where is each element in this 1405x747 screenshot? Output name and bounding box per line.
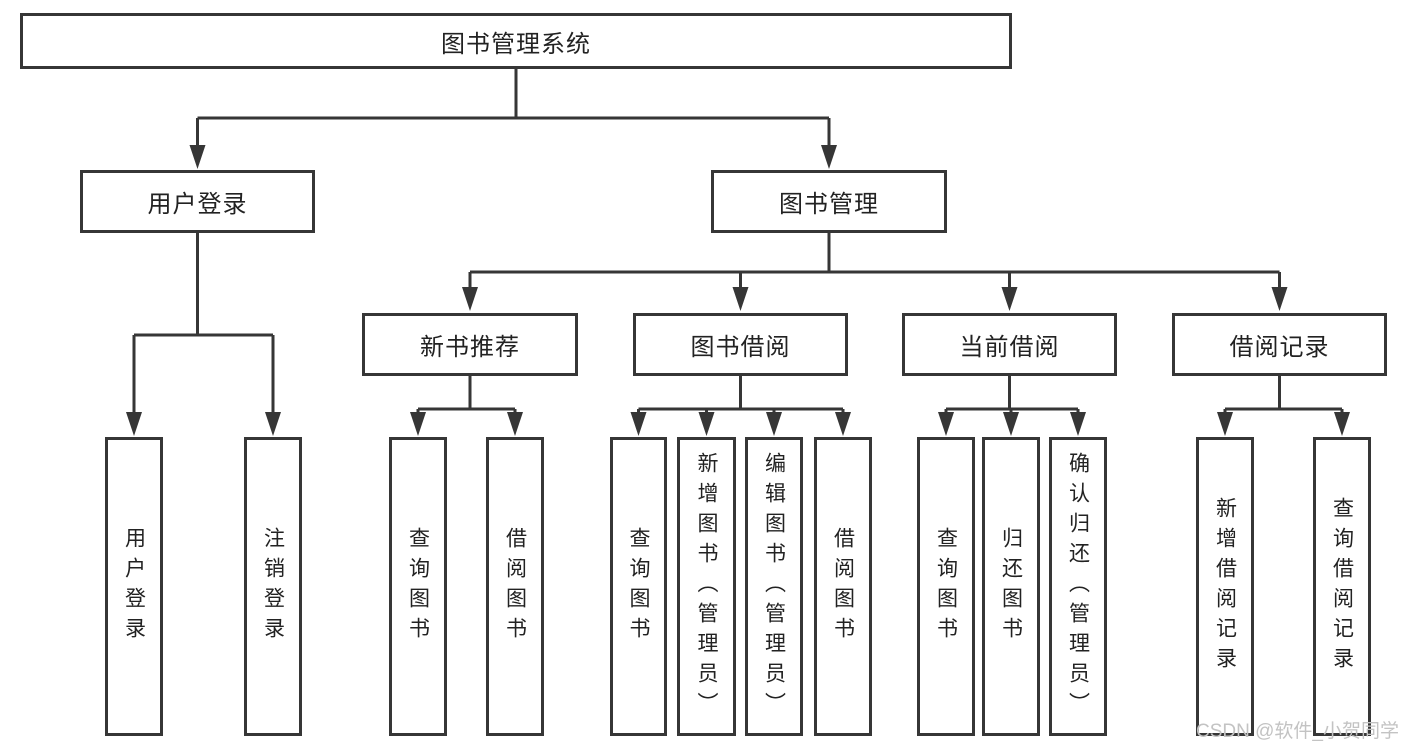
leaf-current-return-books-label: 归还图书: [999, 526, 1023, 647]
node-borrow-records: 借阅记录: [1172, 313, 1387, 376]
node-user-login-label: 用户登录: [147, 191, 248, 218]
leaf-borrow-query-books: 查询图书: [610, 437, 667, 736]
watermark: CSDN @软件_小贺同学: [1196, 721, 1399, 742]
leaf-records-add: 新增借阅记录: [1196, 437, 1254, 736]
leaf-logout-label: 注销登录: [261, 526, 285, 647]
node-new-book-recommend: 新书推荐: [362, 313, 578, 376]
node-book-borrow-label: 图书借阅: [690, 334, 791, 361]
node-current-borrow-label: 当前借阅: [959, 334, 1060, 361]
leaf-recommend-query-books: 查询图书: [389, 437, 447, 736]
leaf-recommend-borrow-books: 借阅图书: [486, 437, 544, 736]
node-library-system: 图书管理系统: [20, 13, 1012, 69]
leaf-recommend-borrow-books-label: 借阅图书: [503, 526, 527, 647]
leaf-current-return-books: 归还图书: [982, 437, 1040, 736]
node-new-book-recommend-label: 新书推荐: [420, 334, 520, 361]
leaf-current-query-books-label: 查询图书: [934, 526, 958, 647]
node-user-login: 用户登录: [80, 170, 315, 233]
leaf-borrow-add-books-label: 新增图书（管理员）: [695, 451, 718, 722]
leaf-borrow-edit-books-label: 编辑图书（管理员）: [762, 451, 786, 722]
leaf-current-query-books: 查询图书: [917, 437, 975, 736]
leaf-records-query-label: 查询借阅记录: [1330, 496, 1354, 677]
leaf-borrow-borrow-books-label: 借阅图书: [831, 526, 855, 647]
node-borrow-records-label: 借阅记录: [1229, 334, 1330, 361]
leaf-records-query: 查询借阅记录: [1313, 437, 1371, 736]
node-book-management-label: 图书管理: [779, 191, 879, 218]
node-book-management: 图书管理: [711, 170, 947, 233]
leaf-borrow-query-books-label: 查询图书: [627, 526, 650, 647]
node-book-borrow: 图书借阅: [633, 313, 848, 376]
leaf-borrow-edit-books: 编辑图书（管理员）: [745, 437, 803, 736]
leaf-user-login: 用户登录: [105, 437, 163, 736]
leaf-recommend-query-books-label: 查询图书: [406, 526, 430, 647]
arrowheads: [126, 145, 1350, 436]
node-current-borrow: 当前借阅: [902, 313, 1117, 376]
node-library-system-label: 图书管理系统: [441, 30, 591, 58]
leaf-current-confirm-return: 确认归还（管理员）: [1049, 437, 1107, 736]
leaf-logout: 注销登录: [244, 437, 302, 736]
leaf-records-add-label: 新增借阅记录: [1213, 496, 1237, 677]
leaf-current-confirm-return-label: 确认归还（管理员）: [1066, 451, 1090, 722]
leaf-user-login-label: 用户登录: [122, 526, 146, 647]
leaf-borrow-add-books: 新增图书（管理员）: [677, 437, 736, 736]
leaf-borrow-borrow-books: 借阅图书: [814, 437, 872, 736]
